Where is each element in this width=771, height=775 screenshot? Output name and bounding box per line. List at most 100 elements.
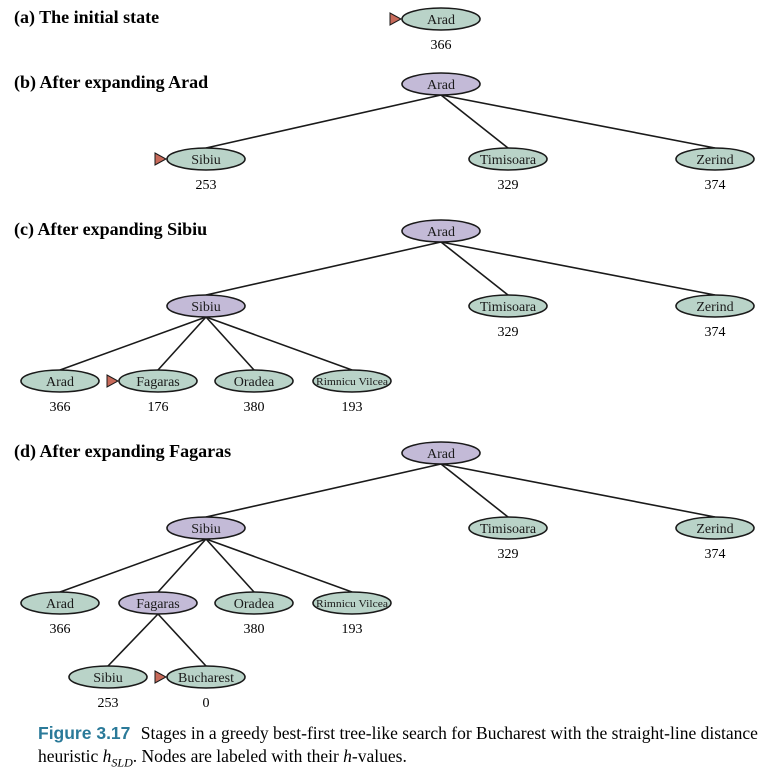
stage-label-a: (a) The initial state (14, 7, 159, 28)
caption-text-after: -values. (351, 746, 407, 766)
node-h-value: 374 (705, 325, 726, 340)
node-d-zerind: Zerind 374 (675, 516, 755, 562)
next-expansion-marker-icon (154, 670, 168, 684)
node-ellipse (20, 369, 100, 393)
stage-label-b: (b) After expanding Arad (14, 72, 208, 93)
caption-text-before: Stages in a greedy best-first tree-like … (38, 723, 758, 766)
next-expansion-marker-icon (389, 12, 403, 26)
nodes-layer: Arad366AradSibiu253Timisoara329Zerind374… (20, 7, 755, 711)
edge-b-arad-b-sibiu (205, 94, 442, 149)
node-c-sibiu: Sibiu (166, 294, 246, 318)
edge-d-sibiu-d-arad2 (59, 538, 207, 593)
node-ellipse (166, 516, 246, 540)
edge-d-sibiu-d-rimnicu (205, 538, 353, 593)
node-label: Bucharest (178, 671, 234, 686)
node-h-value: 380 (244, 622, 265, 637)
node-h-value: 329 (498, 547, 519, 562)
edge-d-sibiu-d-oradea (205, 538, 255, 593)
stage-labels-layer: (a) The initial state (b) After expanding… (14, 7, 231, 462)
node-label: Zerind (696, 522, 733, 537)
node-b-sibiu: Sibiu 253 (154, 147, 246, 193)
edge-c-arad-c-timisoara (440, 241, 509, 296)
node-ellipse (68, 665, 148, 689)
edge-b-arad-b-zerind (440, 94, 716, 149)
node-label: Sibiu (191, 153, 221, 168)
node-c-zerind: Zerind 374 (675, 294, 755, 340)
edge-d-sibiu-d-fagaras (157, 538, 207, 593)
node-label: Rimnicu Vilcea (316, 376, 388, 388)
node-label: Fagaras (136, 375, 180, 390)
edge-c-arad-c-sibiu (205, 241, 442, 296)
node-h-value: 253 (98, 696, 119, 711)
node-ellipse (118, 591, 198, 615)
node-label: Arad (427, 225, 455, 240)
caption-math-sub: SLD (111, 755, 133, 770)
node-h-value: 0 (203, 696, 210, 711)
node-ellipse (166, 294, 246, 318)
node-ellipse (312, 369, 392, 393)
node-h-value: 193 (342, 622, 363, 637)
edge-c-sibiu-c-arad2 (59, 316, 207, 371)
node-label: Sibiu (191, 522, 221, 537)
edge-c-arad-c-zerind (440, 241, 716, 296)
node-label: Arad (427, 78, 455, 93)
node-label: Fagaras (136, 597, 180, 612)
node-h-value: 374 (705, 547, 726, 562)
edge-b-arad-b-timisoara (440, 94, 509, 149)
edge-c-sibiu-c-fagaras (157, 316, 207, 371)
next-expansion-marker-icon (154, 152, 168, 166)
node-d-oradea: Oradea 380 (214, 591, 294, 637)
node-label: Timisoara (480, 153, 537, 168)
edge-c-sibiu-c-rimnicu (205, 316, 353, 371)
node-b-arad: Arad (401, 72, 481, 96)
node-h-value: 366 (50, 400, 71, 415)
edge-d-arad-d-sibiu (205, 463, 442, 518)
node-ellipse (401, 219, 481, 243)
node-label: Oradea (234, 597, 275, 612)
node-d-arad: Arad (401, 441, 481, 465)
stage-label-c: (c) After expanding Sibiu (14, 219, 207, 240)
node-h-value: 193 (342, 400, 363, 415)
edge-d-fagaras-d-sibiu2 (107, 613, 159, 667)
node-ellipse (214, 369, 294, 393)
edge-d-fagaras-d-bucharest (157, 613, 207, 667)
node-c-oradea: Oradea 380 (214, 369, 294, 415)
edge-c-sibiu-c-oradea (205, 316, 255, 371)
node-h-value: 176 (148, 400, 169, 415)
node-label: Sibiu (191, 300, 221, 315)
node-label: Arad (46, 597, 74, 612)
figure-number: Figure 3.17 (38, 723, 131, 743)
node-d-fagaras: Fagaras (118, 591, 198, 615)
node-label: Sibiu (93, 671, 123, 686)
node-ellipse (312, 591, 392, 615)
node-label: Timisoara (480, 300, 537, 315)
node-ellipse (20, 591, 100, 615)
stage-label-d: (d) After expanding Fagaras (14, 441, 231, 462)
node-label: Arad (427, 447, 455, 462)
node-b-timisoara: Timisoara 329 (468, 147, 548, 193)
node-label: Oradea (234, 375, 275, 390)
figure-caption: Figure 3.17 Stages in a greedy best-firs… (38, 722, 758, 775)
node-label: Zerind (696, 300, 733, 315)
caption-text-middle: . Nodes are labeled with their (132, 746, 339, 766)
node-ellipse (401, 72, 481, 96)
node-h-value: 380 (244, 400, 265, 415)
node-c-arad: Arad (401, 219, 481, 243)
caption-math-h: h (102, 746, 112, 766)
node-d-bucharest: Bucharest 0 (154, 665, 246, 711)
edges-layer (59, 94, 716, 667)
node-ellipse (675, 516, 755, 540)
node-d-sibiu: Sibiu (166, 516, 246, 540)
node-c-rimnicu: Rimnicu Vilcea 193 (312, 369, 392, 415)
node-ellipse (468, 147, 548, 171)
node-h-value: 253 (196, 178, 217, 193)
node-h-value: 374 (705, 178, 726, 193)
node-h-value: 329 (498, 178, 519, 193)
